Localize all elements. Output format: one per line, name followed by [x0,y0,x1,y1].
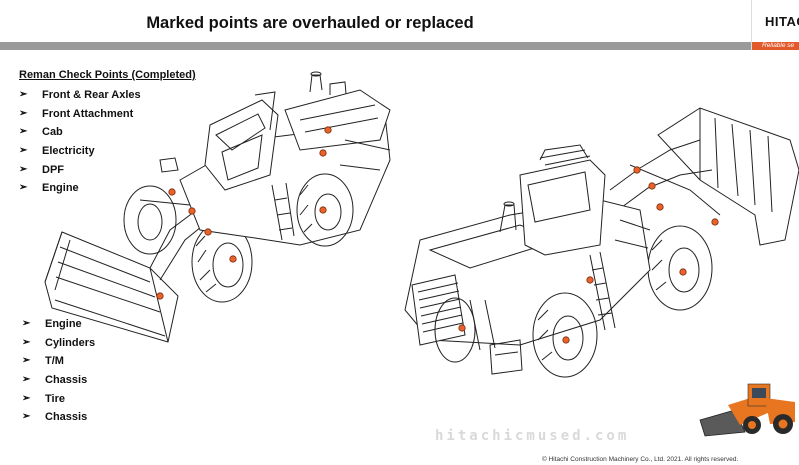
marker-point [168,188,176,196]
page-title: Marked points are overhauled or replaced [146,14,474,32]
right-loader-markers [458,166,719,344]
brand-logo-box: HITAC Reliable se [751,0,799,50]
tagline-bar [752,42,799,50]
marker-point [711,218,719,226]
header-band [0,42,751,50]
loader-photo [699,383,795,437]
arrow-bullet-icon: ➢ [22,336,31,348]
left-loader-drawing [44,71,391,343]
arrow-bullet-icon: ➢ [19,107,28,119]
watermark-text: hitachicmused.com [435,428,630,444]
arrow-bullet-icon: ➢ [22,318,31,329]
marker-point [319,206,327,214]
marker-point [319,149,327,157]
brand-logo: HITAC [765,14,799,29]
arrow-bullet-icon: ➢ [19,145,28,157]
marker-point [562,336,570,344]
checkpoints-heading: Reman Check Points (Completed) [19,69,196,81]
marker-point [679,268,687,276]
marker-point [656,203,664,211]
marker-point [229,255,237,263]
arrow-bullet-icon: ➢ [22,411,31,423]
right-loader-drawing [404,107,799,378]
left-loader-markers [156,126,332,300]
marker-point [156,292,164,300]
arrow-bullet-icon: ➢ [22,355,31,367]
marker-point [633,166,641,174]
arrow-bullet-icon: ➢ [19,182,28,194]
arrow-bullet-icon: ➢ [22,374,31,386]
marker-point [188,207,196,215]
arrow-bullet-icon: ➢ [19,163,28,175]
marker-point [648,182,656,190]
arrow-bullet-icon: ➢ [22,392,31,404]
marker-point [324,126,332,134]
arrow-bullet-icon: ➢ [19,126,28,138]
marker-point [458,324,466,332]
header-bar: Marked points are overhauled or replaced [0,0,799,42]
brand-tagline: Reliable se [762,42,795,49]
marker-point [204,228,212,236]
marker-point [586,276,594,284]
copyright-notice: © Hitachi Construction Machinery Co., Lt… [542,456,739,463]
arrow-bullet-icon: ➢ [19,89,28,100]
